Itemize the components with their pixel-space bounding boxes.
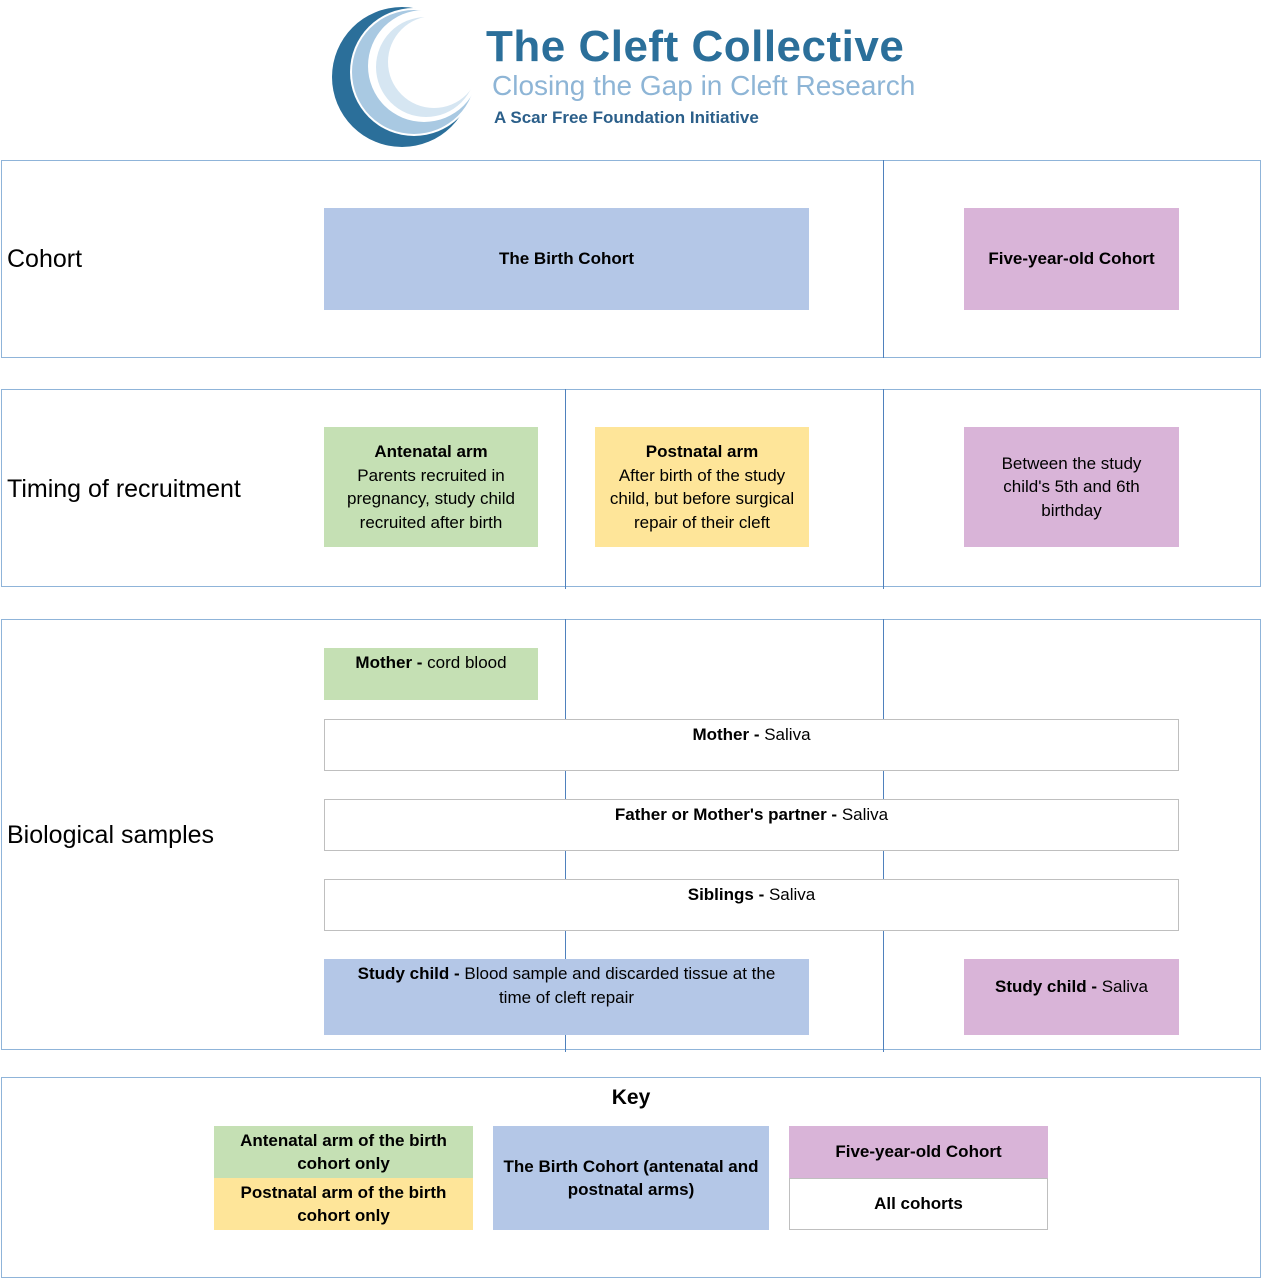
samples-row-label: Biological samples: [7, 821, 215, 849]
key-five-year-cohort: Five-year-old Cohort: [789, 1126, 1048, 1178]
mother-saliva-what: Saliva: [759, 725, 811, 744]
antenatal-arm-title: Antenatal arm: [374, 442, 488, 461]
antenatal-arm-box: Antenatal arm Parents recruited in pregn…: [324, 427, 538, 547]
key-all-cohorts: All cohorts: [789, 1178, 1048, 1230]
study-child-saliva-who: Study child -: [994, 977, 1097, 997]
postnatal-arm-box: Postnatal arm After birth of the study c…: [595, 427, 809, 547]
logo-swirl-icon: [332, 7, 480, 147]
timing-divider-1: [565, 389, 566, 589]
father-saliva-box: Father or Mother's partner - Saliva: [324, 799, 1179, 851]
mother-cord-blood-box: Mother - cord blood: [324, 648, 538, 700]
timing-divider-2: [883, 389, 884, 589]
study-child-blood-box: Study child - Blood sample and discarded…: [324, 959, 809, 1035]
postnatal-arm-text: After birth of the study child, but befo…: [609, 465, 795, 532]
five-year-cohort-box: Five-year-old Cohort: [964, 208, 1179, 310]
mother-saliva-box: Mother - Saliva: [324, 719, 1179, 771]
study-child-blood-who: Study child -: [357, 964, 460, 983]
birth-cohort-box: The Birth Cohort: [324, 208, 809, 310]
antenatal-arm-text: Parents recruited in pregnancy, study ch…: [347, 465, 515, 532]
study-child-saliva-what: Saliva: [1096, 977, 1149, 997]
siblings-saliva-box: Siblings - Saliva: [324, 879, 1179, 931]
study-child-saliva-box: Study child - Saliva: [964, 959, 1179, 1035]
cohort-row-label: Cohort: [7, 245, 83, 273]
father-saliva-what: Saliva: [837, 805, 889, 824]
logo: The Cleft Collective Closing the Gap in …: [330, 4, 930, 150]
key-title: Key: [611, 1086, 651, 1109]
siblings-saliva-what: Saliva: [764, 885, 816, 904]
key-birth-cohort: The Birth Cohort (antenatal and postnata…: [493, 1126, 769, 1230]
siblings-saliva-who: Siblings -: [687, 885, 765, 904]
cord-blood-what: cord blood: [422, 653, 507, 672]
key-antenatal: Antenatal arm of the birth cohort only: [214, 1126, 473, 1178]
study-child-blood-what: Blood sample and discarded tissue at the…: [459, 964, 776, 1007]
logo-tagline: A Scar Free Foundation Initiative: [494, 108, 759, 127]
father-saliva-who: Father or Mother's partner -: [614, 805, 838, 824]
logo-title: The Cleft Collective: [486, 22, 905, 71]
cord-blood-who: Mother -: [355, 653, 423, 672]
postnatal-arm-title: Postnatal arm: [645, 442, 759, 461]
key-postnatal: Postnatal arm of the birth cohort only: [214, 1178, 473, 1230]
mother-saliva-who: Mother -: [692, 725, 760, 744]
five-year-timing-box: Between the study child's 5th and 6th bi…: [964, 427, 1179, 547]
timing-row-label: Timing of recruitment: [7, 475, 241, 503]
logo-subtitle: Closing the Gap in Cleft Research: [492, 70, 916, 101]
cohort-divider: [883, 160, 884, 358]
